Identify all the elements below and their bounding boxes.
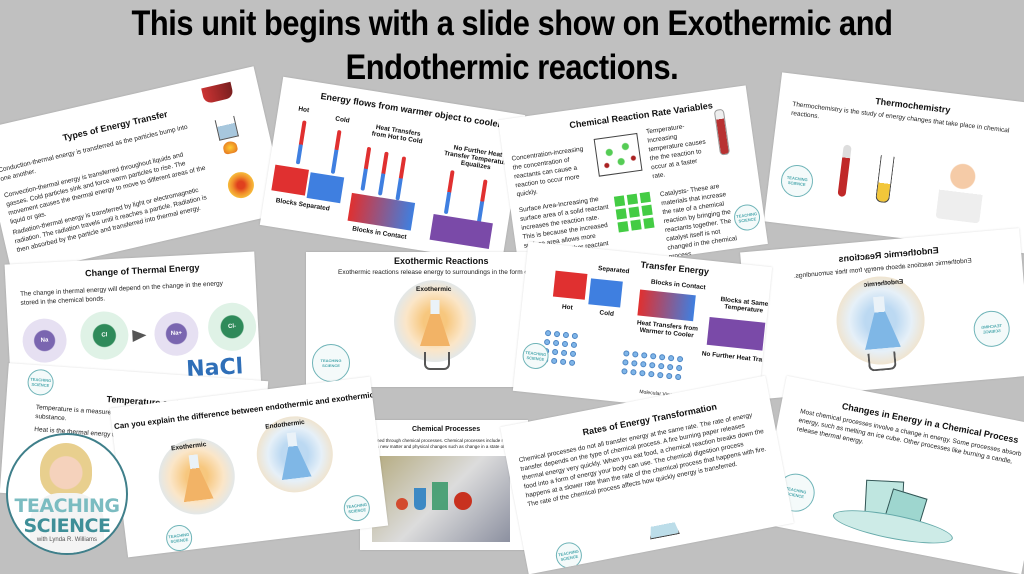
equal-block: [706, 316, 766, 351]
arrow-right-icon: [132, 329, 147, 343]
na-ion: Na+: [153, 310, 200, 357]
teaching-science-logo: TEACHING SCIENCE: [779, 163, 815, 199]
slide-title: Exothermic Reactions: [394, 256, 489, 266]
beaker-icon: [214, 115, 239, 141]
presenter-avatar: [40, 443, 92, 497]
temp-line-2: substance.: [34, 413, 67, 423]
heat-transfers-label: Heat Transfers from Warmer to Cooler: [636, 319, 699, 340]
thermometer-icon: [443, 170, 455, 215]
slide-exothermic: Exothermic Reactions Exothermic reaction…: [306, 252, 542, 387]
equal-block: [429, 213, 493, 250]
cl-ion: Cl-: [206, 301, 258, 353]
cold-label: Cold: [334, 115, 351, 125]
slide-explain-difference: Can you explain the difference between e…: [109, 376, 389, 558]
heat-transfers-label: Heat Transfers from Hot to Cold: [371, 123, 423, 146]
thermometer-icon: [377, 151, 389, 196]
na-atom: Na: [21, 317, 68, 364]
hot-block: [552, 270, 588, 300]
teaching-science-logo: TEACHING SCIENCE: [26, 368, 55, 397]
headline: This unit begins with a slide show on Ex…: [61, 2, 962, 90]
thermometer-icon: [395, 156, 407, 201]
lab-glassware-photo: [372, 456, 510, 542]
hot-block: [271, 164, 309, 196]
na-ion-label: Na+: [170, 330, 183, 338]
thermometer-icon: [713, 108, 731, 156]
flask-red-icon: [454, 492, 472, 510]
thermometer-icon: [330, 129, 342, 175]
slide-endothermic: Endothermic Reactions Endothermic reacti…: [740, 228, 1024, 400]
blocks-contact-label: Blocks in Contact: [650, 278, 706, 292]
teaching-science-logo: TEACHING SCIENCE: [972, 309, 1012, 349]
blocks-same-label: Blocks at Same Temperature: [720, 296, 769, 315]
lab-coat: [30, 493, 104, 553]
logo-teaching: TEACHING: [14, 495, 120, 517]
temperature-text: Temperature-Increasing temperature cause…: [645, 123, 707, 181]
teaching-science-logo: TEACHING SCIENCE: [164, 523, 194, 553]
separated-label: Separated: [597, 265, 630, 276]
cl-label: Cl: [101, 332, 108, 339]
hot-label: Hot: [561, 303, 574, 312]
cold-label: Cold: [599, 309, 615, 318]
na-label: Na: [40, 337, 49, 344]
cold-block: [306, 172, 345, 204]
particle-box-icon: [593, 132, 643, 177]
flask-small-icon: [396, 498, 408, 510]
contact-block: [347, 192, 416, 231]
no-further-label: No Further Heat Transfer: [701, 350, 773, 366]
flask-blue-icon: [414, 488, 426, 510]
exothermic-label: Exothermic: [416, 286, 452, 293]
fire-icon: [222, 140, 239, 155]
slide-title: Transfer Energy: [640, 259, 710, 277]
chem-processes-text: ...ormed through chemical processes. Che…: [368, 438, 520, 449]
cl-ion-label: Cl-: [227, 323, 237, 331]
teaching-science-logo: TEACHING SCIENCE: [342, 493, 372, 523]
thermometer-icon: [360, 146, 372, 191]
molecular-grid: [621, 350, 684, 381]
slide-title: Energy flows from warmer object to coole…: [319, 90, 526, 136]
headline-line-1: This unit begins with a slide show on Ex…: [131, 4, 893, 43]
logo-science: SCIENCE: [23, 515, 111, 537]
test-tube-icon: [875, 155, 895, 204]
thermal-change-text: The change in thermal energy will depend…: [19, 280, 224, 307]
beaker-green-icon: [432, 482, 448, 510]
thermometer-icon: [476, 179, 488, 224]
sun-icon: [225, 169, 257, 201]
thermometer-icon: [295, 120, 307, 165]
cl-atom: Cl: [79, 310, 130, 361]
cold-block: [588, 278, 623, 308]
logo-byline: with Lynda R. Williams: [36, 537, 98, 543]
slide-title: Change of Thermal Energy: [84, 262, 200, 279]
scientist-illustration: [935, 154, 987, 224]
hot-label: Hot: [297, 105, 310, 115]
teaching-science-logo: TEACHING SCIENCE: [312, 344, 350, 382]
slide-thermochemistry: Thermochemistry Thermochemistry is the s…: [763, 72, 1024, 254]
slide-types-of-energy-transfer: Types of Energy Transfer Conduction-ther…: [0, 66, 288, 276]
teaching-science-main-logo: TEACHING SCIENCE with Lynda R. Williams: [6, 433, 128, 555]
headline-line-2: Endothermic reactions.: [345, 48, 679, 87]
slide-title: Chemical Processes: [412, 426, 481, 433]
burner-icon: [424, 352, 450, 370]
surface-area-grid-icon: [613, 191, 655, 233]
slide-chemical-processes: Chemical Processes ...ormed through chem…: [360, 420, 528, 550]
slide-energy-flows: Energy flows from warmer object to coole…: [259, 76, 526, 264]
flask-icon: [643, 496, 680, 540]
thermometer-icon: [837, 144, 852, 198]
catalysts-text: Catalysts- These are materials that incr…: [659, 183, 738, 261]
exothermic-text: Exothermic reactions release energy to s…: [338, 269, 542, 276]
burner-icon: [867, 351, 897, 372]
slide-changes-energy: Changes in Energy in a Chemical Process …: [758, 375, 1024, 574]
concentration-text: Concentration-increasing the concentrati…: [511, 145, 584, 199]
slide-rates-transformation: Rates of Energy Transformation Chemical …: [500, 375, 794, 574]
teaching-science-logo: TEACHING SCIENCE: [553, 540, 585, 571]
contact-block: [637, 289, 696, 322]
